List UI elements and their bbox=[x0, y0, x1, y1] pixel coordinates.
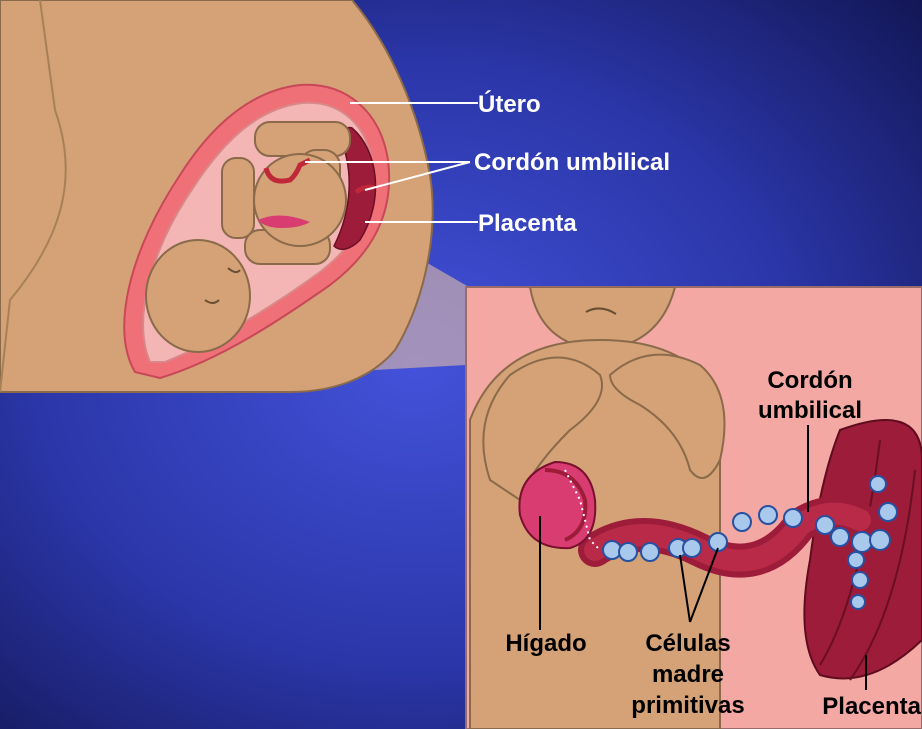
label-placenta-top: Placenta bbox=[478, 210, 577, 237]
fetus-head bbox=[146, 240, 250, 352]
label-cordon: Cordón bbox=[767, 367, 852, 394]
label-placenta-inset: Placenta bbox=[822, 693, 921, 720]
label-higado: Hígado bbox=[505, 630, 586, 657]
pregnant-body-section bbox=[0, 0, 433, 392]
label-primitivas: primitivas bbox=[631, 692, 744, 719]
fetus-leg-left bbox=[222, 158, 254, 238]
label-utero: Útero bbox=[478, 90, 541, 118]
label-umbilical: umbilical bbox=[758, 397, 862, 424]
label-celulas: Células bbox=[645, 630, 730, 657]
label-cordon-umbilical: Cordón umbilical bbox=[474, 149, 670, 176]
label-madre: madre bbox=[652, 661, 724, 688]
inset-panel: Cordón umbilical Hígado Células madre pr… bbox=[466, 287, 922, 729]
fetus-leg-top bbox=[255, 122, 350, 156]
